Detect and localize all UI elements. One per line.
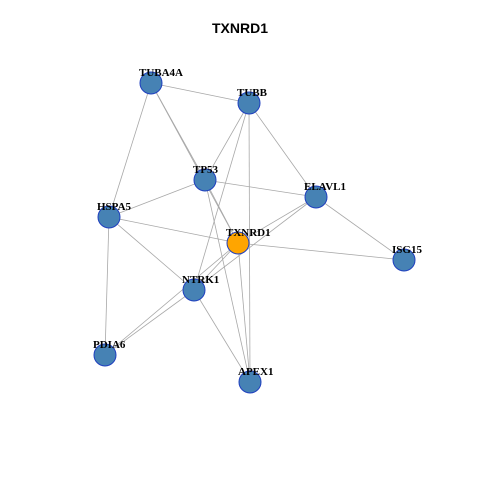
node-label-isg15: ISG15: [392, 244, 422, 256]
node-label-txnrd1: TXNRD1: [226, 227, 271, 239]
edge-tubb-ntrk1: [193, 102, 250, 291]
edge-tp53-elavl1: [204, 179, 317, 198]
node-ntrk1[interactable]: [182, 278, 206, 302]
edge-txnrd1-isg15: [237, 242, 405, 261]
node-tubb[interactable]: [237, 91, 261, 115]
edge-hspa5-pdia6: [104, 216, 110, 356]
edge-ntrk1-pdia6: [104, 289, 195, 356]
node-txnrd1[interactable]: [226, 231, 250, 255]
node-label-apex1: APEX1: [238, 366, 273, 378]
nodes-layer: [93, 71, 416, 394]
edge-hspa5-txnrd1: [108, 216, 239, 244]
edge-tp53-hspa5: [108, 179, 206, 218]
node-hspa5[interactable]: [97, 205, 121, 229]
edge-txnrd1-apex1: [237, 242, 251, 383]
edge-tuba4a-hspa5: [108, 82, 152, 218]
node-tp53[interactable]: [193, 168, 217, 192]
edge-tubb-elavl1: [248, 102, 317, 198]
edge-tp53-apex1: [204, 179, 251, 383]
edges-layer: [104, 82, 405, 383]
node-label-elavl1: ELAVL1: [304, 181, 346, 193]
node-elavl1[interactable]: [304, 185, 328, 209]
edge-txnrd1-pdia6: [104, 242, 239, 356]
node-label-tuba4a: TUBA4A: [139, 67, 183, 79]
labels-layer: TUBA4A TUBB TP53ELAVL1HSPA5TXNRD1ISG15NTRK…: [93, 67, 422, 378]
edge-elavl1-isg15: [315, 196, 405, 261]
edge-tuba4a-txnrd1: [150, 82, 239, 244]
edge-ntrk1-apex1: [193, 289, 251, 383]
graph-title: TXNRD1: [211, 20, 268, 36]
edge-tubb-tp53: [204, 102, 250, 181]
node-isg15[interactable]: [392, 248, 416, 272]
edge-elavl1-txnrd1: [237, 196, 317, 244]
node-label-ntrk1: NTRK1: [182, 274, 219, 286]
edge-elavl1-ntrk1: [193, 196, 317, 291]
node-tuba4a[interactable]: [139, 71, 163, 95]
edge-tp53-txnrd1: [204, 179, 239, 244]
node-label-hspa5: HSPA5: [97, 201, 132, 213]
edge-tuba4a-tubb: [150, 82, 250, 104]
node-apex1[interactable]: [238, 370, 262, 394]
node-pdia6[interactable]: [93, 343, 117, 367]
node-label-pdia6: PDIA6: [93, 339, 126, 351]
edge-hspa5-ntrk1: [108, 216, 195, 291]
edge-tubb-apex1: [248, 102, 251, 383]
node-label-tp53: TP53: [193, 164, 219, 176]
node-label-tubb: TUBB: [237, 87, 268, 99]
